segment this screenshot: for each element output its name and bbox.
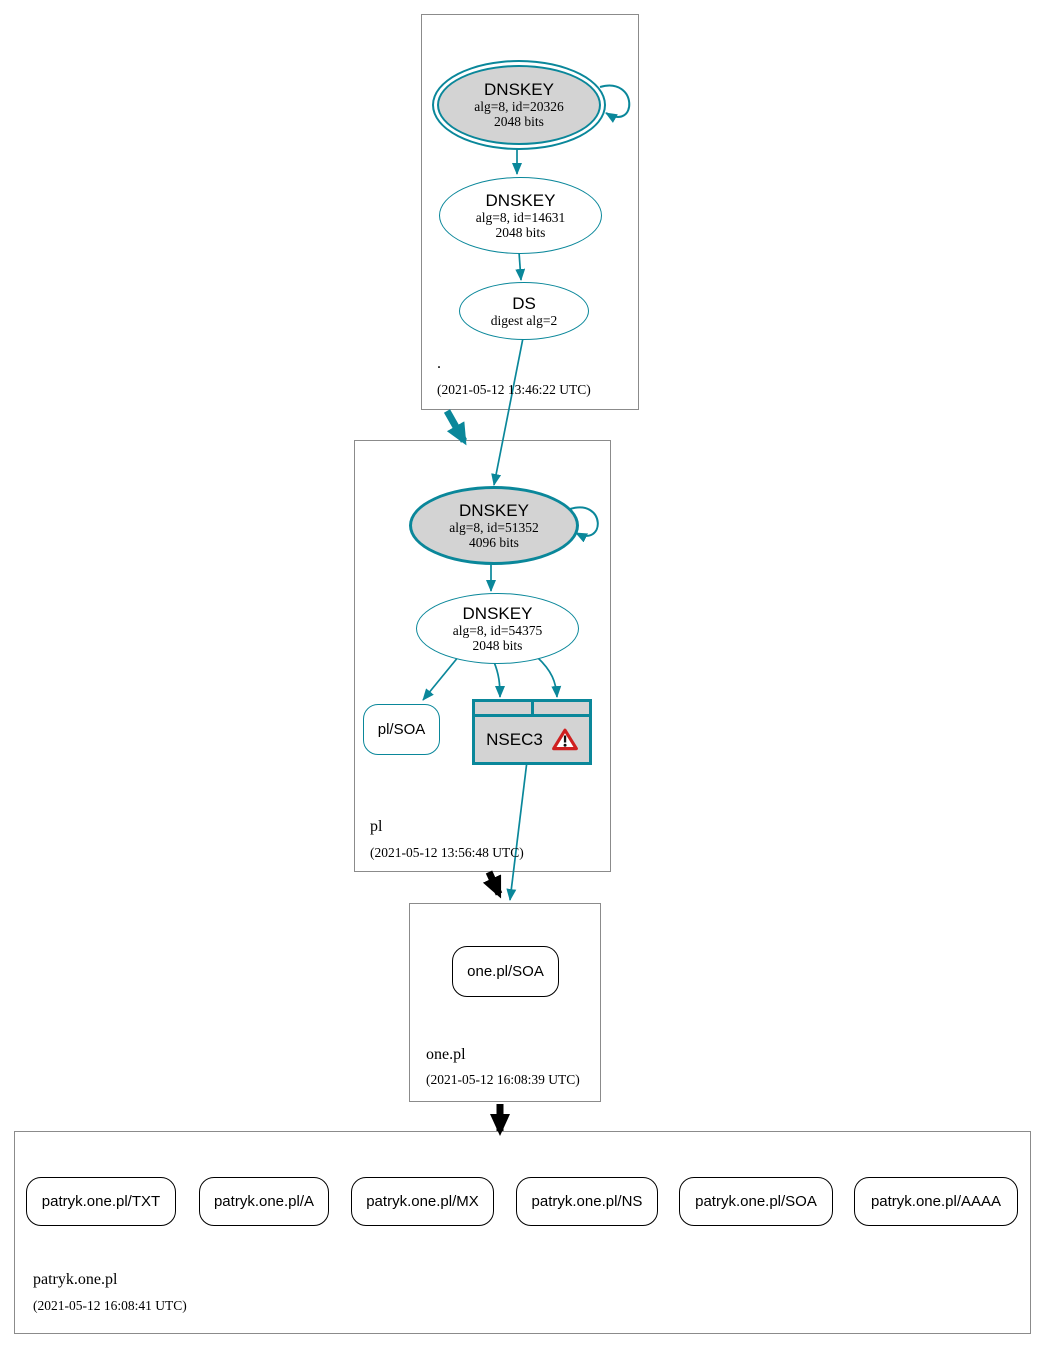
zone-timestamp-pl: (2021-05-12 13:56:48 UTC) <box>370 845 524 860</box>
rrset-patryk-aaaa: patryk.one.pl/AAAA <box>854 1177 1018 1226</box>
zone-label-patryk-one-pl: patryk.one.pl <box>33 1271 118 1288</box>
rrset-label: patryk.one.pl/SOA <box>695 1193 817 1210</box>
rrset-label: patryk.one.pl/TXT <box>41 1193 161 1210</box>
nsec3-header-cell <box>533 702 589 714</box>
rrset-label: one.pl/SOA <box>467 963 544 980</box>
rrset-label: patryk.one.pl/A <box>213 1193 315 1210</box>
dnskey-title: DNSKEY <box>485 190 556 210</box>
zone-label-one-pl: one.pl <box>426 1046 466 1063</box>
dnskey-bits: 2048 bits <box>494 114 544 129</box>
zone-timestamp-root: (2021-05-12 13:46:22 UTC) <box>437 382 591 397</box>
dnskey-title: DNSKEY <box>484 80 554 99</box>
dnskey-root-ksk-node: DNSKEY alg=8, id=20326 2048 bits <box>432 60 606 150</box>
edge-delegation-pl-one-pl <box>482 870 503 899</box>
rrset-label: patryk.one.pl/AAAA <box>870 1193 1002 1210</box>
dnskey-root-ksk-inner: DNSKEY alg=8, id=20326 2048 bits <box>437 65 601 145</box>
dnskey-alg-id: alg=8, id=54375 <box>452 622 543 638</box>
zone-box-one-pl <box>409 903 601 1102</box>
dnskey-pl-ksk-node: DNSKEY alg=8, id=51352 4096 bits <box>409 486 579 565</box>
zone-box-patryk-one-pl <box>14 1131 1031 1334</box>
rrset-patryk-soa: patryk.one.pl/SOA <box>679 1177 833 1226</box>
nsec3-header-row <box>475 702 589 714</box>
rrset-pl-soa: pl/SOA <box>363 704 440 755</box>
dnskey-alg-id: alg=8, id=14631 <box>475 209 566 225</box>
zone-timestamp-one-pl: (2021-05-12 16:08:39 UTC) <box>426 1072 580 1087</box>
zone-label-pl: pl <box>370 818 383 835</box>
rrset-one-pl-soa: one.pl/SOA <box>452 946 559 997</box>
nsec3-node: NSEC3 <box>472 699 592 765</box>
dnskey-bits: 4096 bits <box>469 534 519 550</box>
zone-timestamp-patryk-one-pl: (2021-05-12 16:08:41 UTC) <box>33 1298 187 1313</box>
nsec3-header-cell <box>475 702 531 714</box>
warning-triangle-icon <box>551 728 578 751</box>
dnskey-title: DNSKEY <box>459 500 529 520</box>
rrset-label: patryk.one.pl/NS <box>531 1193 643 1210</box>
nsec3-body: NSEC3 <box>475 717 589 762</box>
dnskey-alg-id: alg=8, id=51352 <box>449 519 539 535</box>
rrset-patryk-ns: patryk.one.pl/NS <box>516 1177 658 1226</box>
rrset-patryk-mx: patryk.one.pl/MX <box>351 1177 494 1226</box>
dnskey-bits: 2048 bits <box>472 637 523 653</box>
rrset-patryk-a: patryk.one.pl/A <box>199 1177 329 1226</box>
ds-digest-alg: digest alg=2 <box>490 312 558 328</box>
dnskey-alg-id: alg=8, id=20326 <box>474 99 564 114</box>
dnskey-title: DNSKEY <box>462 603 533 623</box>
rrset-label: pl/SOA <box>377 721 426 738</box>
rrset-label: patryk.one.pl/MX <box>366 1193 479 1210</box>
edge-delegation-root-pl <box>443 409 468 446</box>
nsec3-label: NSEC3 <box>486 729 543 749</box>
dnskey-pl-zsk-node: DNSKEY alg=8, id=54375 2048 bits <box>416 593 579 664</box>
dnskey-root-zsk-node: DNSKEY alg=8, id=14631 2048 bits <box>439 177 602 254</box>
dnskey-bits: 2048 bits <box>495 224 546 240</box>
rrset-patryk-txt: patryk.one.pl/TXT <box>26 1177 176 1226</box>
ds-title: DS <box>512 293 536 313</box>
zone-label-root: . <box>437 355 441 372</box>
ds-root-node: DS digest alg=2 <box>459 282 589 340</box>
